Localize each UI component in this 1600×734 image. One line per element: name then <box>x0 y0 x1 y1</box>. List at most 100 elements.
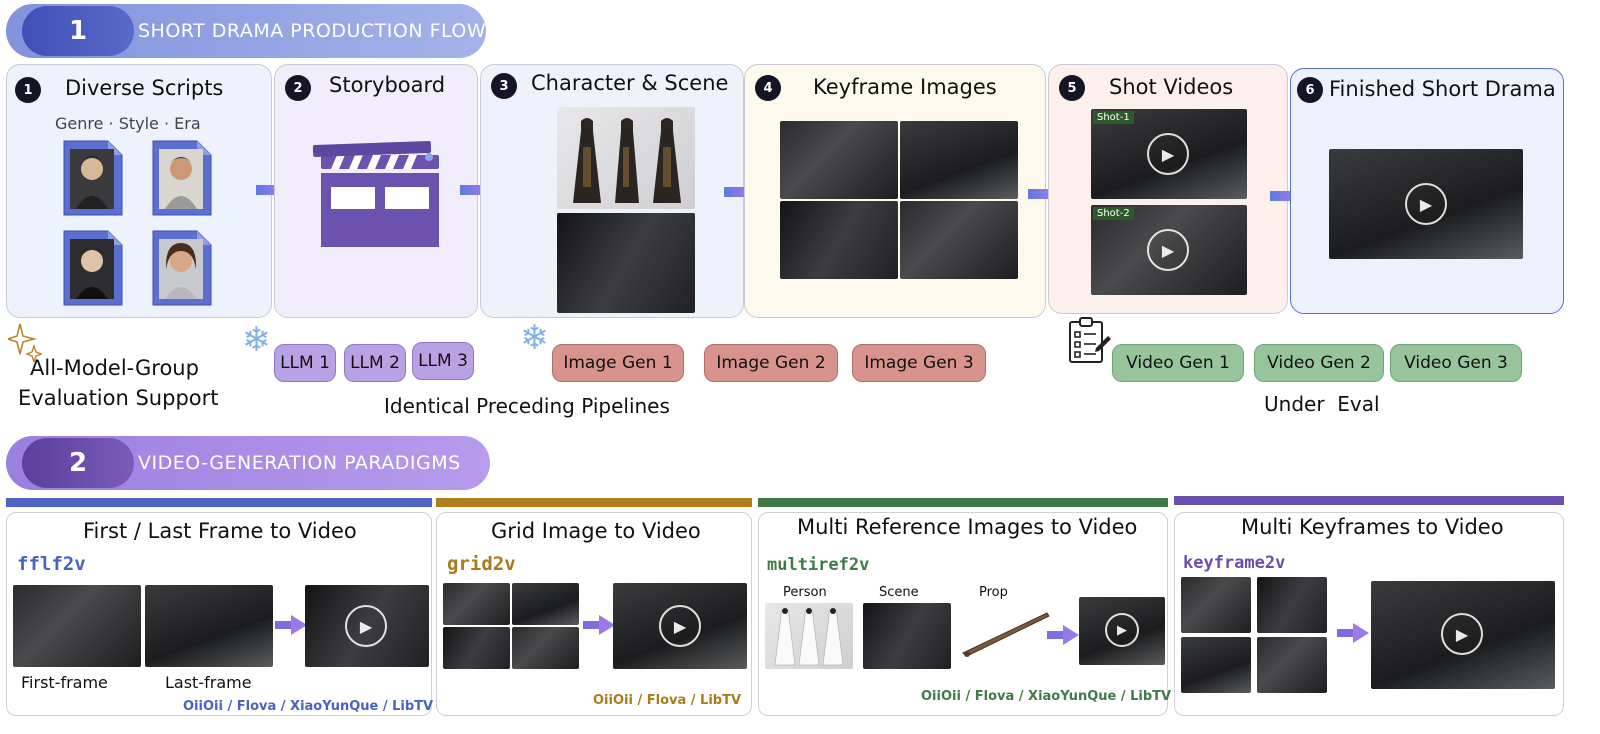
scene-image <box>557 213 695 313</box>
llm-chip: LLM 2 <box>344 344 406 382</box>
stage-badge: 2 <box>285 75 311 101</box>
keyframe-image <box>780 121 898 199</box>
keyframe-image <box>900 121 1018 199</box>
keyframe-image <box>1181 637 1251 693</box>
shot-video-thumbnail[interactable]: Shot-2 ▶ <box>1091 205 1247 295</box>
paradigm-panel-keyframe2v: Multi Keyframes to Video keyframe2v ▶ <box>1174 512 1564 716</box>
paradigm-panel-multiref2v: Multi Reference Images to Video multiref… <box>758 512 1171 716</box>
checklist-icon <box>1066 316 1112 370</box>
paradigm-code: fflf2v <box>17 553 86 575</box>
image-gen-chip: Image Gen 3 <box>852 344 986 382</box>
paradigm-title: First / Last Frame to Video <box>83 519 357 543</box>
paradigm-code: grid2v <box>447 553 516 575</box>
section1-number: 1 <box>22 6 134 56</box>
stage-panel-character-scene: 3 Character & Scene <box>480 64 744 318</box>
finished-video-thumbnail[interactable]: ▶ <box>1329 149 1523 259</box>
paradigm-title: Grid Image to Video <box>491 519 701 543</box>
flow-arrow-icon <box>275 615 307 639</box>
shot-video-thumbnail[interactable]: Shot-1 ▶ <box>1091 109 1247 199</box>
stage-title: Diverse Scripts <box>65 76 224 100</box>
script-doc-icon <box>151 229 213 311</box>
stage-panel-shot-videos: 5 Shot Videos Shot-1 ▶ Shot-2 ▶ <box>1048 64 1288 314</box>
play-icon[interactable]: ▶ <box>1147 133 1189 175</box>
frame-label: First-frame <box>21 673 108 692</box>
stage-badge: 3 <box>491 73 517 99</box>
video-gen-chip: Video Gen 1 <box>1112 344 1244 382</box>
play-icon[interactable]: ▶ <box>659 605 701 647</box>
paradigm-bar-blue <box>6 498 432 507</box>
output-video-thumbnail[interactable]: ▶ <box>305 585 429 667</box>
video-gen-chip: Video Gen 2 <box>1254 344 1384 382</box>
output-video-thumbnail[interactable]: ▶ <box>1079 597 1165 665</box>
character-turnaround-image <box>557 107 695 209</box>
stage-badge: 6 <box>1297 77 1323 103</box>
shot-label: Shot-2 <box>1093 207 1134 220</box>
play-icon[interactable]: ▶ <box>1441 613 1483 655</box>
person-reference-image <box>765 603 853 669</box>
grid-image <box>443 583 579 669</box>
clapperboard-icon <box>311 139 443 253</box>
stage-badge: 5 <box>1059 75 1085 101</box>
play-icon[interactable]: ▶ <box>345 605 387 647</box>
output-video-thumbnail[interactable]: ▶ <box>1371 581 1555 689</box>
first-frame-image <box>13 585 141 667</box>
stage-title: Character & Scene <box>531 71 729 95</box>
shot-label: Shot-1 <box>1093 111 1134 124</box>
keyframe-image <box>1257 637 1327 693</box>
llm-chip: LLM 1 <box>274 344 336 382</box>
under-eval-label: Under Eval <box>1264 392 1380 416</box>
flow-arrow-icon <box>583 615 615 639</box>
output-video-thumbnail[interactable]: ▶ <box>613 583 747 669</box>
paradigm-bar-green <box>758 498 1168 507</box>
stage-subtitle: Genre · Style · Era <box>55 114 201 133</box>
paradigm-title: Multi Keyframes to Video <box>1241 515 1504 539</box>
prop-reference-image <box>959 609 1053 663</box>
paradigm-code: multiref2v <box>767 555 870 575</box>
reference-label: Prop <box>979 585 1008 600</box>
paradigm-title: Multi Reference Images to Video <box>797 515 1138 539</box>
play-icon[interactable]: ▶ <box>1105 613 1139 647</box>
scene-reference-image <box>863 603 951 669</box>
paradigm-panel-fflf2v: First / Last Frame to Video fflf2v ▶ Fir… <box>6 512 434 716</box>
paradigm-panel-grid2v: Grid Image to Video grid2v ▶ OiiOii / Fl… <box>436 512 752 716</box>
stage-panel-scripts: 1 Diverse Scripts Genre · Style · Era <box>6 64 272 318</box>
paradigm-bar-purple <box>1174 496 1564 505</box>
section2-number: 2 <box>22 438 134 488</box>
play-icon[interactable]: ▶ <box>1405 183 1447 225</box>
stage-title: Shot Videos <box>1109 75 1234 99</box>
support-label-line2: Evaluation Support <box>18 386 219 410</box>
frame-label: Last-frame <box>165 673 252 692</box>
tools-list: OiiOii / Flova / XiaoYunQue / LibTV <box>183 699 434 714</box>
stage-panel-finished: 6 Finished Short Drama ▶ <box>1290 68 1564 314</box>
last-frame-image <box>145 585 273 667</box>
snowflake-icon: ❄ <box>242 320 271 360</box>
stage-badge: 4 <box>755 75 781 101</box>
keyframe-image <box>1181 577 1251 633</box>
video-gen-chip: Video Gen 3 <box>1390 344 1522 382</box>
support-label-line1: All-Model-Group <box>30 356 199 380</box>
identical-pipelines-label: Identical Preceding Pipelines <box>384 394 670 418</box>
keyframe-image <box>1257 577 1327 633</box>
keyframe-image <box>780 201 898 279</box>
section2-header: 2 VIDEO-GENERATION PARADIGMS <box>6 436 490 490</box>
play-icon[interactable]: ▶ <box>1147 229 1189 271</box>
flow-arrow-icon <box>1047 625 1079 649</box>
sparkle-icon <box>5 322 43 366</box>
script-doc-icon <box>62 229 124 311</box>
script-doc-icon <box>62 139 124 221</box>
paradigm-code: keyframe2v <box>1183 553 1286 573</box>
stage-panel-storyboard: 2 Storyboard <box>274 64 478 318</box>
image-gen-chip: Image Gen 1 <box>552 344 684 382</box>
paradigm-bar-gold <box>436 498 752 507</box>
reference-label: Scene <box>879 585 919 600</box>
stage-title: Storyboard <box>329 73 446 97</box>
section2-title: VIDEO-GENERATION PARADIGMS <box>138 452 461 474</box>
stage-badge: 1 <box>15 77 41 103</box>
tools-list: OiiOii / Flova / LibTV <box>593 693 742 708</box>
section1-header: 1 SHORT DRAMA PRODUCTION FLOW <box>6 4 486 58</box>
llm-chip: LLM 3 <box>412 342 474 380</box>
stage-panel-keyframes: 4 Keyframe Images <box>744 64 1046 318</box>
stage-title: Keyframe Images <box>813 75 997 99</box>
section1-title: SHORT DRAMA PRODUCTION FLOW <box>138 20 487 42</box>
keyframe-image <box>900 201 1018 279</box>
